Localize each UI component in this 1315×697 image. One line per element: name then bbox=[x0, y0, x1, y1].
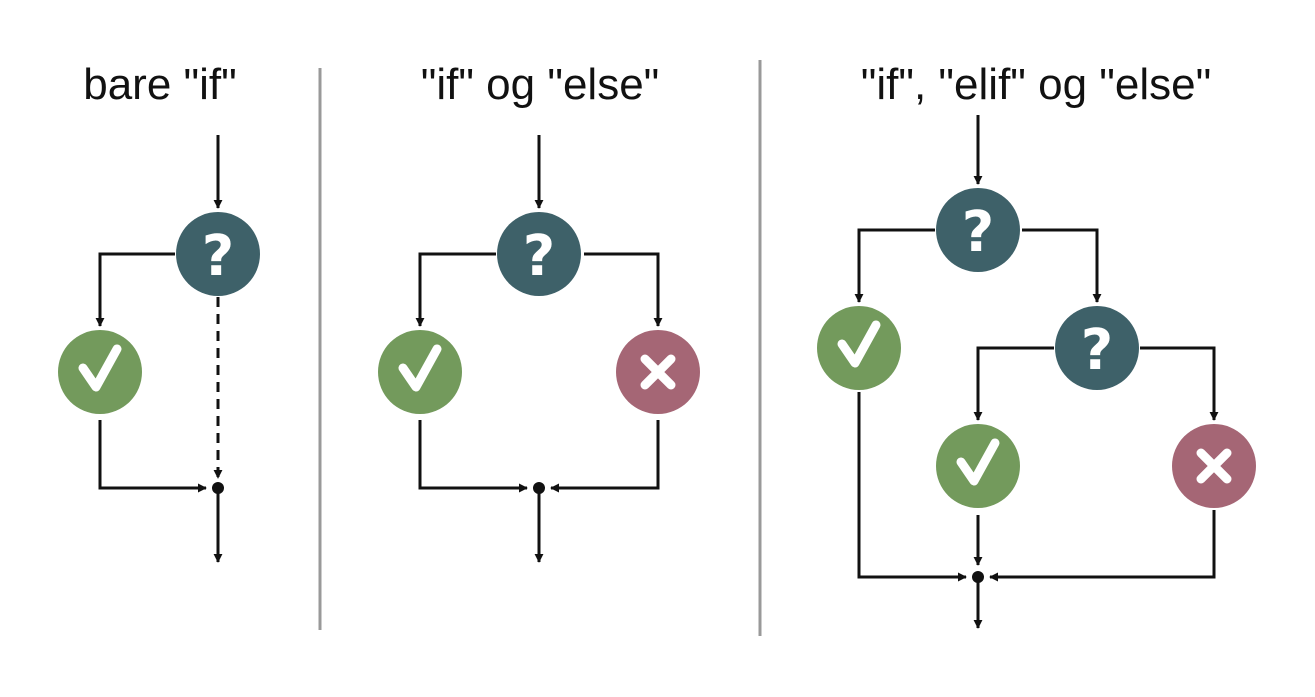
question-mark-icon: ? bbox=[962, 200, 994, 265]
p2-true-merge-arrow bbox=[418, 420, 528, 493]
p3-elif-false-branch-arrow bbox=[1140, 346, 1219, 421]
p3-if-true-merge-arrow bbox=[857, 392, 967, 582]
p3-else-merge-arrow bbox=[989, 510, 1216, 582]
p1-true-node bbox=[58, 330, 142, 414]
p3-merge-dot bbox=[972, 571, 984, 583]
check-icon bbox=[837, 320, 881, 368]
p3-if-decision-node: ? bbox=[936, 188, 1020, 272]
p1-merge-dot bbox=[212, 482, 224, 494]
check-icon bbox=[398, 344, 442, 392]
p2-decision-node: ? bbox=[497, 212, 581, 296]
p3-else-node bbox=[1172, 424, 1256, 508]
p2-true-branch-arrow bbox=[415, 252, 496, 327]
p2-false-branch-arrow bbox=[584, 252, 663, 327]
p2-true-node bbox=[378, 330, 462, 414]
p2-false-merge-arrow bbox=[550, 420, 660, 493]
p3-if-true-node bbox=[817, 306, 901, 390]
check-icon bbox=[956, 438, 1000, 486]
p3-elif-true-branch-arrow bbox=[973, 346, 1054, 421]
check-icon bbox=[78, 344, 122, 392]
p3-if-false-branch-arrow bbox=[1022, 228, 1102, 303]
x-icon bbox=[1196, 448, 1232, 484]
p1-true-merge-arrow bbox=[98, 420, 207, 493]
question-mark-icon: ? bbox=[202, 224, 234, 289]
p3-elif-true-node bbox=[936, 424, 1020, 508]
p2-false-node bbox=[616, 330, 700, 414]
question-mark-icon: ? bbox=[1081, 318, 1113, 383]
question-mark-icon: ? bbox=[523, 224, 555, 289]
p1-true-branch-arrow bbox=[95, 252, 175, 327]
x-icon bbox=[640, 354, 676, 390]
panel-title-if-elif-else: "if", "elif" og "else" bbox=[860, 60, 1212, 109]
panel-title-if-only: bare "if" bbox=[83, 60, 237, 109]
panel-title-if-else: "if" og "else" bbox=[420, 60, 660, 109]
p3-elif-decision-node: ? bbox=[1055, 306, 1139, 390]
p3-if-true-branch-arrow bbox=[854, 228, 935, 303]
p2-merge-dot bbox=[533, 482, 545, 494]
p1-decision-node: ? bbox=[176, 212, 260, 296]
